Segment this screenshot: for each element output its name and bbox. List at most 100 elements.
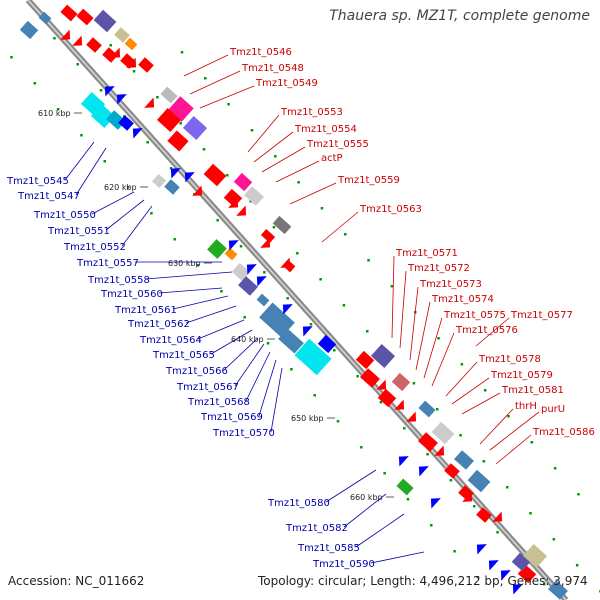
- forward-gene-label[interactable]: thrH: [515, 401, 537, 412]
- forward-gene-label[interactable]: Tmz1t_0553: [280, 107, 343, 118]
- guide-dot: [204, 77, 207, 80]
- tick-label: 630 kbp: [168, 259, 201, 268]
- reverse-gene-arrow: [500, 570, 511, 581]
- reverse-leader-line: [325, 469, 377, 503]
- forward-gene-label[interactable]: Tmz1t_0554: [294, 124, 357, 135]
- reverse-gene-label[interactable]: Tmz1t_0580: [267, 498, 330, 509]
- reverse-gene-label[interactable]: Tmz1t_0557: [76, 258, 139, 269]
- reverse-gene-label[interactable]: Tmz1t_0568: [187, 397, 250, 408]
- guide-dot: [126, 186, 130, 189]
- forward-gene-label[interactable]: Tmz1t_0581: [501, 385, 564, 396]
- guide-dot: [169, 167, 173, 170]
- gene-block: [93, 9, 117, 33]
- forward-gene-arrow: [126, 57, 137, 68]
- forward-leader-line: [189, 70, 241, 95]
- reverse-gene-label[interactable]: Tmz1t_0558: [87, 275, 150, 286]
- gene-block: [60, 4, 78, 22]
- forward-leader-line: [479, 408, 514, 445]
- reverse-gene-label[interactable]: Tmz1t_0561: [114, 305, 177, 316]
- forward-gene-label[interactable]: Tmz1t_0578: [478, 354, 541, 365]
- forward-gene-label[interactable]: Tmz1t_0548: [241, 63, 304, 74]
- forward-gene-label[interactable]: Tmz1t_0572: [407, 263, 470, 274]
- forward-gene-label[interactable]: Tmz1t_0576: [455, 325, 518, 336]
- reverse-gene-label[interactable]: Tmz1t_0569: [200, 412, 263, 423]
- reverse-gene-label[interactable]: Tmz1t_0566: [165, 366, 228, 377]
- forward-gene-arrow: [406, 411, 417, 422]
- forward-gene-label[interactable]: purU: [541, 404, 565, 415]
- gene-block: [167, 130, 189, 152]
- forward-gene-label[interactable]: Tmz1t_0546: [229, 47, 292, 58]
- forward-gene-label[interactable]: Tmz1t_0577: [510, 310, 573, 321]
- forward-gene-label[interactable]: Tmz1t_0586: [532, 427, 595, 438]
- forward-gene-arrow: [394, 399, 405, 410]
- reverse-leader-line: [355, 513, 405, 548]
- forward-leader-line: [253, 131, 294, 163]
- reverse-gene-label[interactable]: Tmz1t_0550: [33, 210, 96, 221]
- forward-gene-label[interactable]: Tmz1t_0563: [359, 204, 422, 215]
- forward-leader-line: [247, 114, 280, 153]
- guide-dot: [542, 583, 546, 586]
- reverse-gene-label[interactable]: Tmz1t_0545: [6, 176, 69, 187]
- guide-dot: [227, 103, 230, 106]
- reverse-gene-label[interactable]: Tmz1t_0582: [285, 523, 348, 534]
- forward-gene-label[interactable]: Tmz1t_0579: [490, 370, 553, 381]
- gene-block: [294, 338, 332, 376]
- forward-gene-labels: Tmz1t_0546Tmz1t_0548Tmz1t_0549Tmz1t_0553…: [183, 47, 595, 465]
- forward-gene-label[interactable]: Tmz1t_0571: [395, 248, 458, 259]
- forward-gene-label[interactable]: Tmz1t_0559: [337, 175, 400, 186]
- reverse-gene-label[interactable]: Tmz1t_0585: [297, 543, 360, 554]
- guide-dot: [367, 259, 370, 262]
- guide-dot: [313, 394, 316, 397]
- forward-gene-label[interactable]: actP: [321, 153, 343, 164]
- guide-dot: [530, 441, 534, 444]
- forward-leader-line: [261, 146, 306, 173]
- reverse-gene-label[interactable]: Tmz1t_0560: [100, 289, 163, 300]
- reverse-leader-line: [158, 287, 223, 294]
- gene-block: [256, 293, 270, 307]
- forward-gene-arrow: [192, 185, 203, 196]
- reverse-gene-label[interactable]: Tmz1t_0570: [212, 428, 275, 439]
- guide-dot: [196, 264, 200, 267]
- reverse-leader-line: [172, 295, 229, 310]
- reverse-gene-label[interactable]: Tmz1t_0551: [47, 226, 110, 237]
- forward-gene-label[interactable]: Tmz1t_0549: [255, 78, 318, 89]
- gene-block: [278, 328, 304, 354]
- reverse-gene-arrow: [282, 304, 293, 315]
- forward-gene-arrow: [110, 47, 121, 58]
- reverse-gene-label[interactable]: Tmz1t_0564: [139, 335, 202, 346]
- reverse-gene-arrow: [418, 466, 429, 477]
- guide-dot: [412, 382, 416, 385]
- guide-dot: [53, 37, 56, 40]
- reverse-gene-label[interactable]: Tmz1t_0565: [152, 350, 215, 361]
- reverse-gene-label[interactable]: Tmz1t_0567: [176, 382, 239, 393]
- gene-block: [548, 580, 568, 600]
- reverse-leader-line: [343, 493, 387, 528]
- guide-dot: [483, 389, 487, 392]
- forward-leader-line: [409, 286, 419, 361]
- forward-leader-line: [415, 301, 431, 371]
- guide-dot: [56, 108, 60, 111]
- guide-dot: [553, 467, 557, 470]
- forward-gene-arrow: [144, 97, 155, 108]
- guide-dot: [309, 323, 313, 326]
- tick-label: 660 kbp: [350, 493, 383, 502]
- reverse-leader-line: [258, 359, 277, 417]
- forward-gene-arrow: [434, 445, 445, 456]
- forward-gene-label[interactable]: Tmz1t_0555: [306, 139, 369, 150]
- forward-gene-label[interactable]: Tmz1t_0575: [443, 310, 506, 321]
- guide-dot: [449, 479, 453, 482]
- guide-dot: [406, 498, 410, 501]
- forward-gene-label[interactable]: Tmz1t_0574: [431, 294, 494, 305]
- reverse-gene-label[interactable]: Tmz1t_0562: [127, 319, 190, 330]
- reverse-gene-label[interactable]: Tmz1t_0590: [312, 559, 375, 570]
- guide-dot: [430, 524, 433, 527]
- reverse-gene-label[interactable]: Tmz1t_0552: [63, 242, 126, 253]
- guide-dot: [379, 401, 383, 404]
- guide-dot: [319, 278, 322, 281]
- forward-gene-label[interactable]: Tmz1t_0573: [419, 279, 482, 290]
- forward-gene-arrow: [60, 29, 71, 40]
- reverse-gene-arrow: [132, 128, 143, 139]
- guide-dot: [150, 212, 153, 215]
- reverse-gene-label[interactable]: Tmz1t_0547: [17, 191, 80, 202]
- gene-block: [260, 229, 276, 243]
